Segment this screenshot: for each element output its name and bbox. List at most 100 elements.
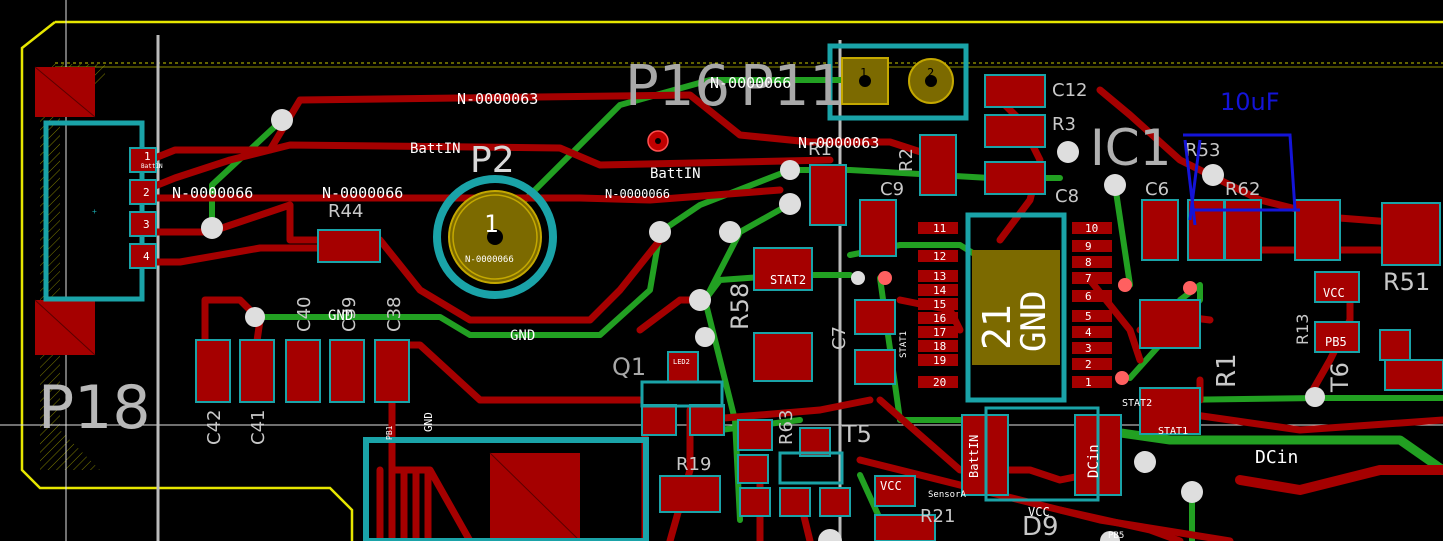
- pad-label-battin: BattIN: [967, 435, 981, 478]
- ref-r44: R44: [328, 201, 363, 222]
- ref-c38: C38: [384, 297, 405, 332]
- ref-c12: C12: [1052, 80, 1087, 101]
- pad-number-p11-2: 2: [927, 66, 934, 80]
- net-label-n66-b: N-0000066: [322, 184, 403, 202]
- ref-p2: P2: [470, 140, 515, 181]
- pad-number-p11-1: 1: [860, 66, 867, 80]
- ref-c8: C8: [1055, 186, 1079, 207]
- ref-c7: C7: [829, 326, 850, 350]
- ref-c6: C6: [1145, 179, 1169, 200]
- net-label-stat1-b: STAT1: [1158, 426, 1188, 437]
- svg-text:2: 2: [143, 186, 150, 199]
- svg-text:1: 1: [144, 150, 151, 163]
- ref-r51: R51: [1383, 268, 1430, 296]
- net-label-n66-pad: N-0000066: [465, 255, 514, 265]
- ic1-pin-number: 19: [933, 354, 946, 367]
- ic1-pin-number: 5: [1085, 310, 1092, 323]
- net-label-battin-a: BattIN: [410, 141, 461, 157]
- net-label-pb5-b: PB5: [1108, 531, 1124, 541]
- net-label-vcc-b: VCC: [1028, 505, 1050, 519]
- ref-p11: P11: [740, 54, 845, 119]
- ic1-pin-number: 12: [933, 250, 946, 263]
- ic1-pin-number: 14: [933, 284, 947, 297]
- svg-text:3: 3: [143, 218, 150, 231]
- net-label-n63-a: N-0000063: [457, 90, 538, 108]
- ref-c41: C41: [248, 410, 269, 445]
- ic1-pin-number: 13: [933, 270, 946, 283]
- pad-number-p2: 1: [484, 210, 498, 238]
- ref-r12: R1: [808, 139, 832, 160]
- connector-p11[interactable]: [827, 43, 969, 121]
- net-label-gnd-b: GND: [510, 328, 535, 344]
- ref-r2: R2: [896, 148, 917, 172]
- net-label-pb1: PB1: [385, 425, 394, 440]
- svg-text:BattIN: BattIN: [141, 163, 163, 170]
- ic1-pin-number: 8: [1085, 256, 1092, 269]
- ref-r21: R21: [920, 506, 955, 527]
- ic1-pin-number: 18: [933, 340, 946, 353]
- annotation-value: 10uF: [1220, 88, 1280, 116]
- net-label-n66-a: N-0000066: [172, 184, 253, 202]
- net-label-dcin: DCin: [1255, 447, 1298, 468]
- ref-r1: R1: [1212, 353, 1242, 388]
- connector-p2[interactable]: [433, 130, 669, 299]
- ref-r62: R62: [1225, 179, 1260, 200]
- pad-label-dcin: DCin: [1086, 444, 1102, 478]
- net-label-gnd-a: GND: [328, 308, 353, 324]
- ref-q1: Q1: [612, 353, 646, 381]
- ref-r63: R63: [776, 410, 797, 445]
- ref-t6: T6: [1326, 362, 1354, 393]
- ic1-pin-number: 15: [933, 298, 946, 311]
- pad-number-ic1-tab: 21: [975, 304, 1019, 350]
- net-label-pb5: PB5: [1325, 335, 1347, 349]
- net-label-n66-c: N-0000066: [605, 187, 670, 201]
- ic1-pin-number: 9: [1085, 240, 1092, 253]
- ref-ic1: IC1: [1090, 119, 1171, 177]
- net-label-led2: LED2: [673, 358, 690, 366]
- ic1-pin-number: 7: [1085, 272, 1092, 285]
- ref-r3: R3: [1052, 114, 1076, 135]
- ic1-pin-number: 4: [1085, 326, 1092, 339]
- connector-hatch-zone: [40, 64, 105, 470]
- net-label-vcc-a: VCC: [880, 479, 902, 493]
- net-label-stat1: STAT1: [899, 331, 909, 358]
- ref-p16: P16: [625, 54, 730, 119]
- net-label-sensora: SensorA: [928, 490, 967, 500]
- ic1-pin-number: 17: [933, 326, 946, 339]
- net-label-n66-top: N-0000066: [710, 74, 791, 92]
- hand-annotation: 10uF: [1183, 88, 1300, 226]
- ref-r13: R13: [1293, 314, 1312, 345]
- net-label-n63-b: N-0000063: [798, 134, 879, 152]
- net-label-stat2: STAT2: [770, 273, 806, 287]
- ic1-pin-number: 20: [933, 376, 946, 389]
- footprint-outlines: [363, 380, 1100, 541]
- ref-c42: C42: [204, 410, 225, 445]
- ic1-pin-number: 16: [933, 312, 946, 325]
- net-label-battin-b: BattIN: [650, 166, 701, 182]
- net-label-vcc-c: VCC: [1323, 286, 1345, 300]
- ic1-pin-number: 11: [933, 222, 946, 235]
- ref-c39: C39: [339, 297, 360, 332]
- ic1-footprint[interactable]: [918, 212, 1112, 403]
- ref-d9: D9: [1022, 512, 1059, 541]
- ic1-pin-number: 3: [1085, 342, 1092, 355]
- ref-r53: R53: [1185, 140, 1220, 161]
- ref-r19: R19: [676, 454, 711, 475]
- ic1-pin-number: 6: [1085, 290, 1092, 303]
- ref-c40: C40: [294, 297, 315, 332]
- ref-r58: R58: [726, 283, 754, 330]
- pad-label-gnd-ic1: GND: [1014, 291, 1054, 352]
- ic1-pin-number: 10: [1085, 222, 1098, 235]
- ref-p18: P18: [38, 373, 151, 443]
- ref-c9: C9: [880, 179, 904, 200]
- vias: [201, 109, 1325, 541]
- connector-p18[interactable]: + 1 BattIN 2 3 4: [34, 66, 163, 356]
- ic1-pin-number: 1: [1085, 376, 1092, 389]
- svg-text:4: 4: [143, 250, 150, 263]
- ref-t5: T5: [841, 420, 872, 448]
- svg-text:+: +: [92, 207, 97, 216]
